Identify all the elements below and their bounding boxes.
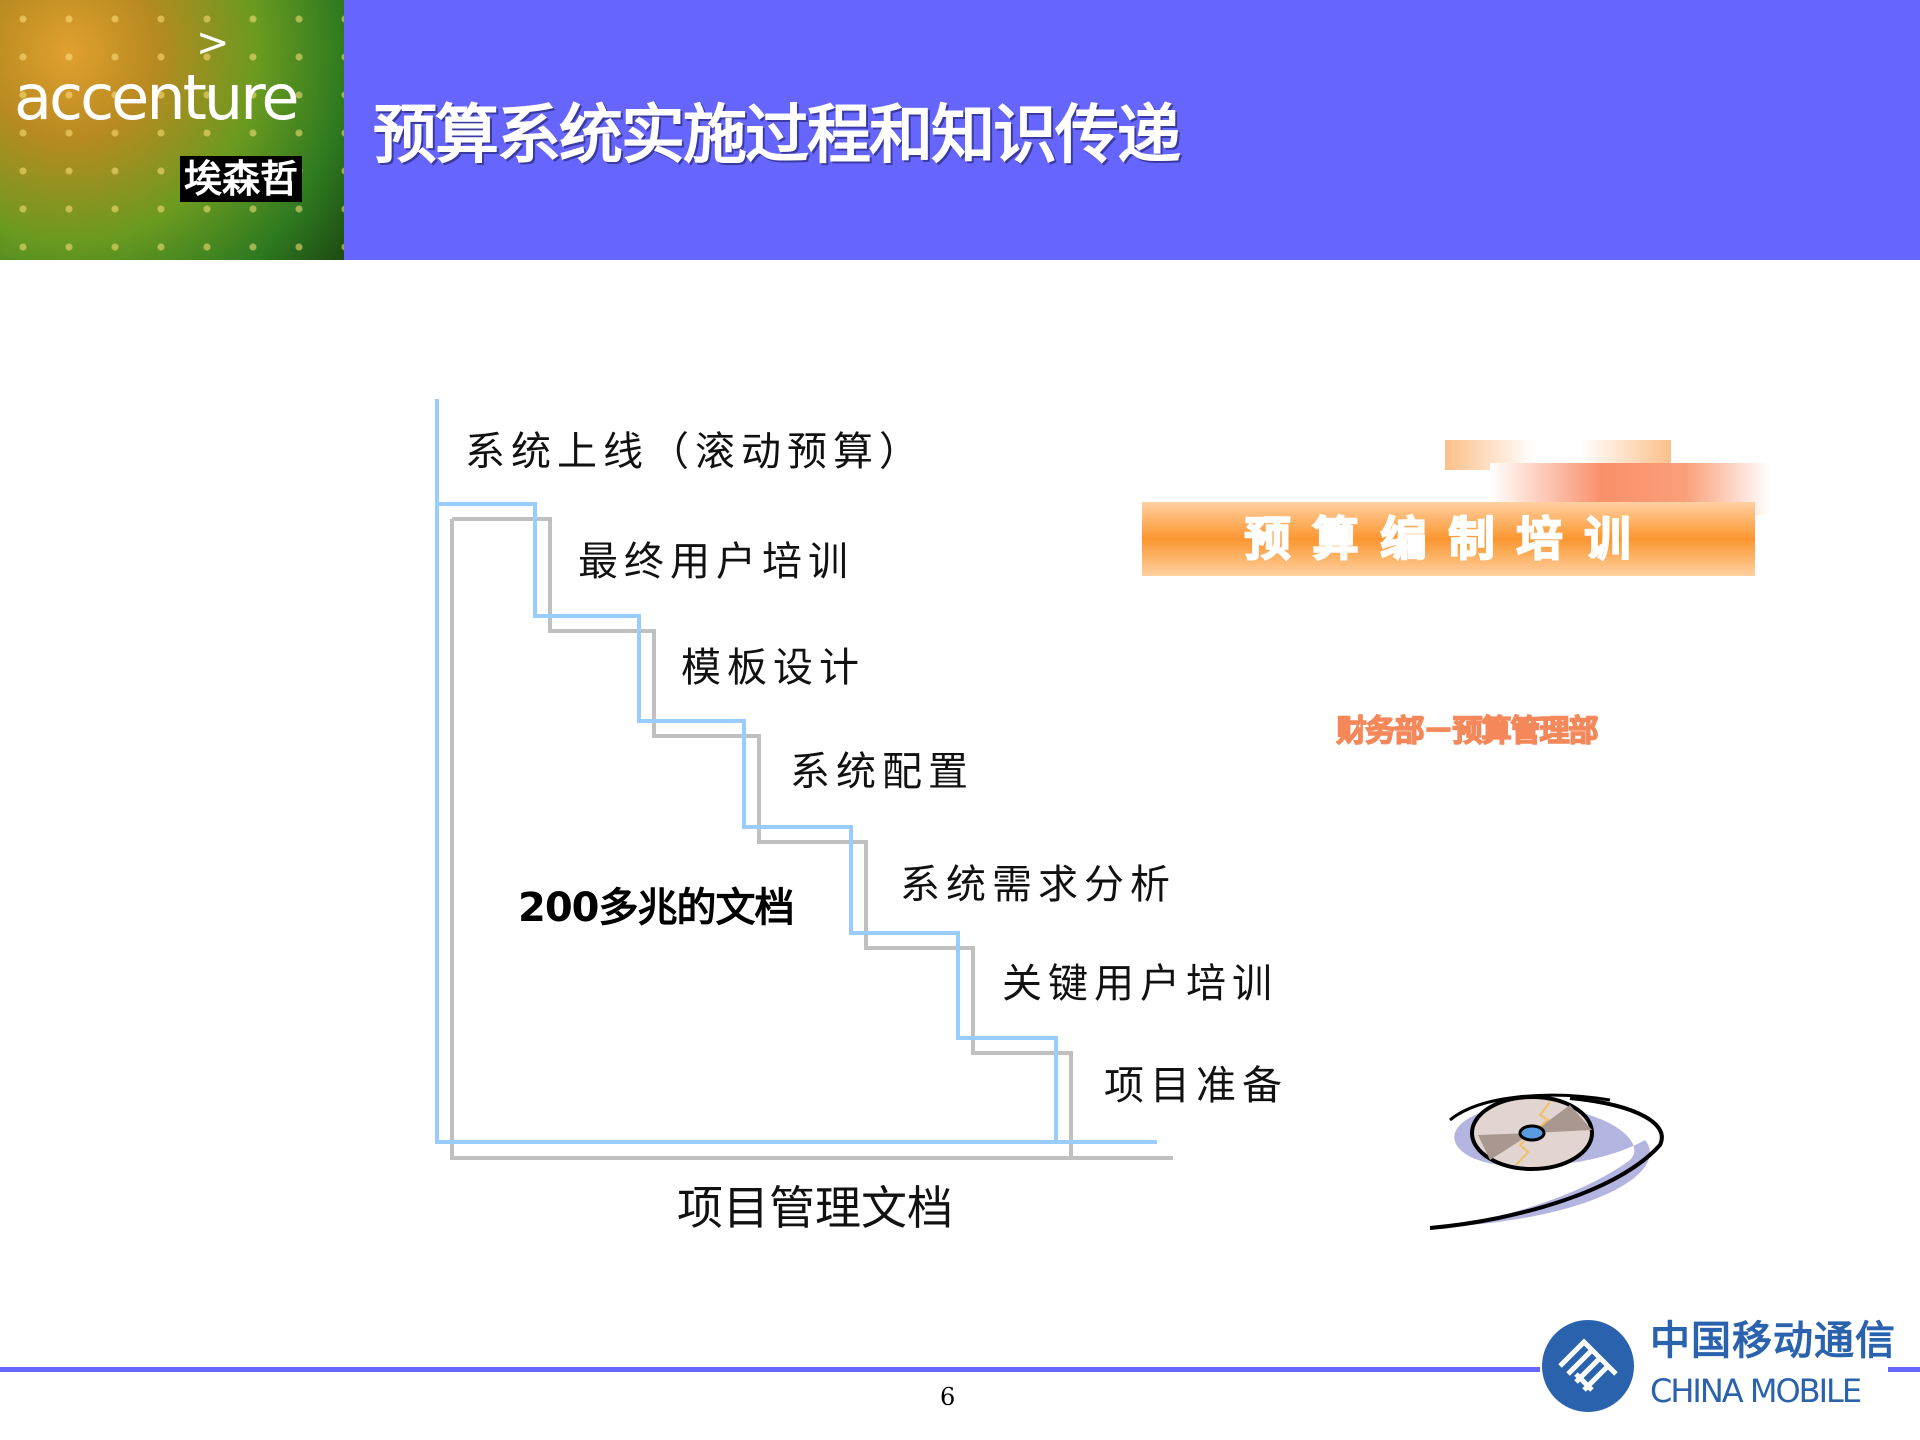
accenture-wordmark: accenture [14,61,299,134]
document-size-label: 200多兆的文档 [518,885,794,931]
cd-disc-icon [1429,1093,1664,1230]
page-number: 6 [940,1383,956,1411]
project-docs-label: 项目管理文档 [677,1181,953,1235]
step-end-user-training: 最终用户培训 [578,539,854,585]
step-template-design: 模板设计 [681,645,865,691]
accenture-logo: > accenture 埃森哲 [0,0,344,260]
china-mobile-logo: 中国移动通信 CHINA MOBILE [1540,1316,1895,1414]
step-project-preparation: 项目准备 [1104,1063,1288,1109]
china-mobile-emblem-icon [1542,1320,1634,1412]
staircase-line [435,399,1157,1144]
training-banner-text: 预算编制培训 [1244,511,1653,567]
department-label: 财务部－预算管理部 [1336,713,1600,750]
step-system-configuration: 系统配置 [790,749,974,795]
step-key-user-training: 关键用户培训 [1002,961,1278,1007]
step-requirements-analysis: 系统需求分析 [900,862,1176,908]
china-mobile-chinese: 中国移动通信 [1650,1318,1896,1364]
staircase-shadow [450,517,1173,1160]
accenture-chinese-name: 埃森哲 [180,156,303,202]
footer-divider [0,1367,1920,1372]
step-go-live: 系统上线（滚动预算） [465,429,925,475]
slide-title: 预算系统实施过程和知识传递 [373,99,1181,173]
accenture-arrow-icon: > [196,20,230,66]
training-banner: 预算编制培训 [1142,502,1755,576]
china-mobile-english: CHINA MOBILE [1650,1372,1862,1410]
